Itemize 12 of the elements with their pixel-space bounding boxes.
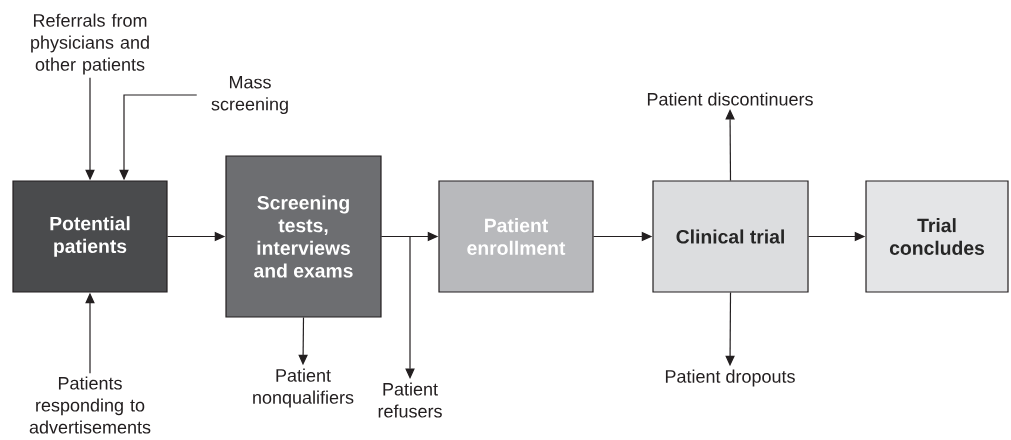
process-box: Trial concludes (865, 180, 1009, 293)
process-box: Screening tests, interviews and exams (225, 155, 382, 318)
text-label: Patient discontinuers (647, 92, 813, 106)
process-box: Potential patients (12, 180, 168, 293)
process-box: Patient enrollment (438, 180, 594, 293)
text-label: Patient nonqualifiers (253, 368, 354, 408)
text-label: Mass screening (211, 75, 288, 115)
text-label: Patients responding to advertisements (29, 376, 151, 434)
text-label: Patient dropouts (665, 369, 795, 387)
text-label: Patient refusers (378, 382, 442, 418)
process-box: Clinical trial (652, 180, 809, 293)
text-label: Referrals from physicians and other patients (31, 13, 149, 75)
